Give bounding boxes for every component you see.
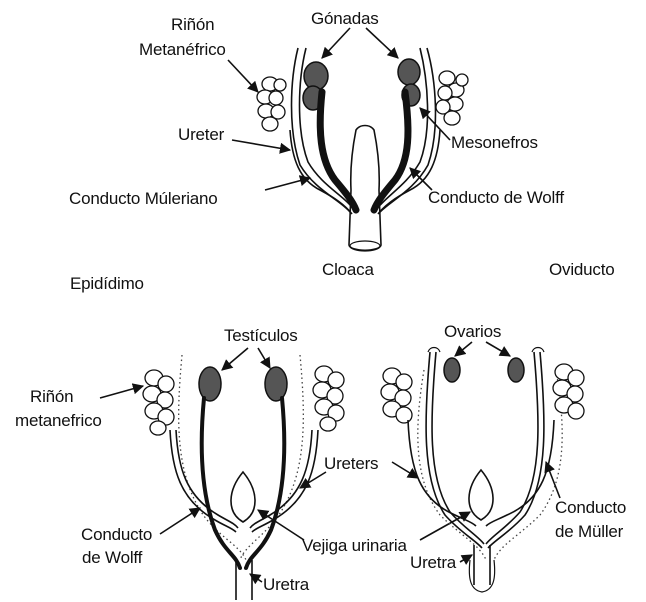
label-conducto-wolff-bottom-line2: de Wolff — [82, 548, 143, 567]
pointer-testiculos-left — [222, 348, 248, 370]
label-uretra-female: Uretra — [410, 553, 457, 572]
metanephric-kidney-right-female — [553, 364, 584, 419]
pointer-ovarios-right — [486, 342, 510, 356]
label-conducto-muller-line2: de Müller — [555, 522, 624, 541]
ovary-right — [508, 358, 524, 382]
label-cloaca: Cloaca — [322, 260, 374, 279]
male-diagram — [143, 355, 344, 600]
pointer-conducto-wolff-top — [410, 168, 432, 190]
pointer-ureter — [232, 140, 290, 150]
pointer-rinon-bottom — [100, 386, 143, 398]
pointer-testiculos-right — [258, 348, 270, 368]
label-rinon-bottom-line1: Riñón — [30, 387, 73, 406]
bladder-male — [231, 472, 255, 522]
label-mesonefros: Mesonefros — [451, 133, 538, 152]
label-testiculos: Testículos — [224, 326, 298, 345]
metanephric-kidney-left-male — [143, 370, 174, 435]
label-ovarios: Ovarios — [444, 322, 501, 341]
pointer-rinon-top — [228, 60, 258, 92]
metanephric-kidney-left-female — [381, 368, 412, 423]
pointer-conducto-mulleriano — [265, 178, 310, 190]
label-ureters: Ureters — [324, 454, 378, 473]
pointer-gonadas-left — [322, 28, 350, 58]
pointer-gonadas-right — [366, 28, 398, 58]
label-rinon-bottom-line2: metanefrico — [15, 411, 102, 430]
cloaca-structure — [349, 126, 381, 252]
label-vejiga-urinaria: Vejiga urinaria — [302, 536, 407, 555]
testis-left — [199, 367, 221, 401]
label-conducto-de-wolff-top: Conducto de Wolff — [428, 188, 564, 207]
ovary-left — [444, 358, 460, 382]
label-ureter: Ureter — [178, 125, 225, 144]
urethra-female — [474, 545, 490, 585]
testis-right — [265, 367, 287, 401]
label-conducto-mulleriano: Conducto Múleriano — [69, 189, 218, 208]
label-oviducto: Oviducto — [549, 260, 615, 279]
bladder-female — [469, 470, 493, 520]
label-conducto-wolff-bottom-line1: Conducto — [81, 525, 152, 544]
metanephric-kidney-right-top — [436, 71, 468, 125]
pointer-ovarios-left — [455, 342, 472, 356]
label-epididimo: Epidídimo — [70, 274, 144, 293]
metanephric-kidney-left-top — [257, 77, 286, 131]
label-rinon-metanefrico-top-line1: Riñón — [171, 15, 214, 34]
pointer-conducto-muller — [546, 462, 560, 498]
metanephric-kidney-right-male — [313, 366, 344, 431]
label-gonadas: Gónadas — [311, 9, 379, 28]
label-conducto-muller-line1: Conducto — [555, 498, 626, 517]
label-rinon-metanefrico-top-line2: Metanéfrico — [139, 40, 226, 59]
label-uretra-male: Uretra — [263, 575, 310, 594]
pointer-conducto-wolff-bottom — [160, 508, 200, 534]
